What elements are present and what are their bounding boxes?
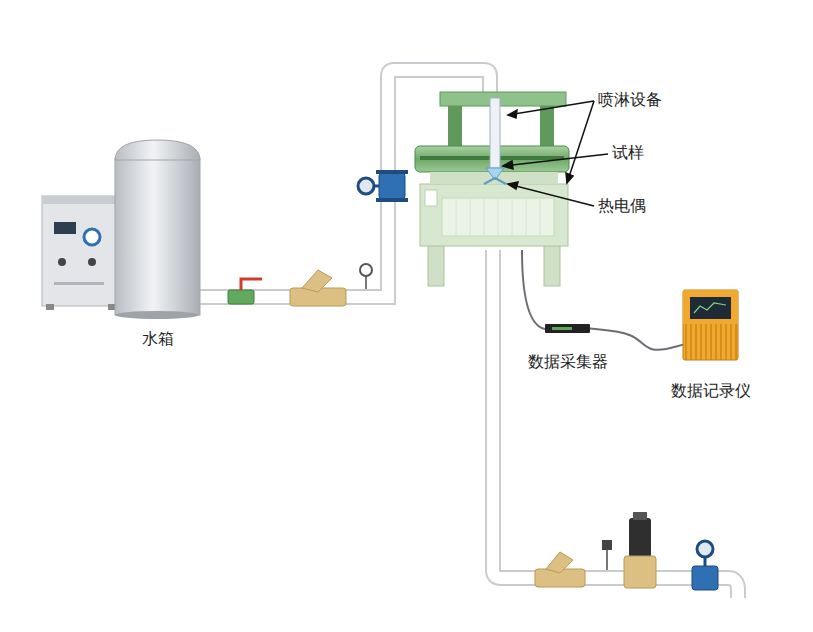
tank-node: 水箱 (115, 140, 200, 315)
data-collector (545, 324, 590, 333)
sensor-cable (522, 250, 545, 329)
spray-chamber (415, 92, 569, 286)
device-label: 数据采集器 (528, 352, 608, 371)
collector-node: 数据采集器 (545, 324, 590, 333)
callout-label: 喷淋设备 (598, 90, 662, 109)
ball-valve (228, 279, 262, 304)
y-strainer (290, 270, 346, 306)
callout-label: 热电偶 (598, 196, 646, 215)
pump (624, 512, 656, 588)
device-label: 水箱 (142, 329, 174, 348)
flowmeter (358, 170, 408, 202)
data-recorder (683, 290, 738, 360)
signal-cable (590, 329, 683, 350)
device-label: 数据记录仪 (671, 381, 751, 400)
recorder-node: 数据记录仪 (683, 290, 738, 360)
callout-label: 试样 (612, 143, 644, 162)
pressure-gauge (360, 264, 372, 289)
spray-device (484, 98, 506, 184)
water-tank (115, 140, 200, 319)
drain-pipe (493, 250, 738, 598)
leader-lines (503, 101, 608, 206)
drain-gauge (602, 540, 612, 570)
drain-flowmeter (692, 541, 718, 590)
drain-strainer (535, 552, 585, 587)
